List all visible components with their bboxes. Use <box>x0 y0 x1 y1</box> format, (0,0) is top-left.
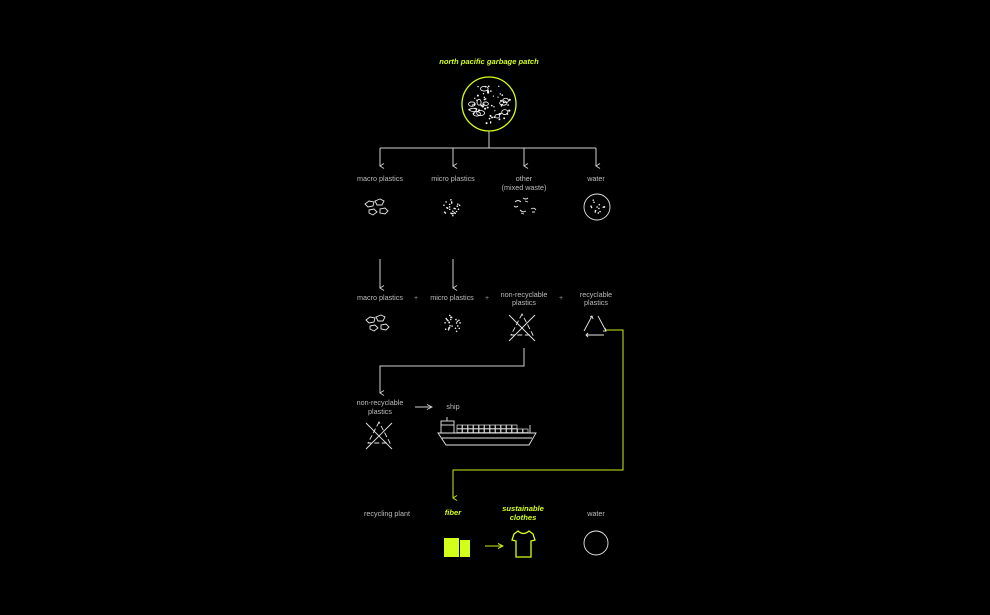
non-recyclable-icon <box>365 421 393 450</box>
fiber-spool-icon <box>444 538 470 557</box>
row2-plus-1: + <box>414 295 418 302</box>
row2-label-nonrec: non-recyclable <box>501 290 548 299</box>
mixed-waste-icon <box>513 197 537 215</box>
row3-label-nonrec: non-recyclable <box>357 398 404 407</box>
row2-label-rec-sub: plastics <box>584 298 608 307</box>
macro-plastics-icon <box>365 314 390 332</box>
row2-label-nonrec-sub: plastics <box>512 298 536 307</box>
garbage-patch-icon <box>461 76 517 132</box>
row1-label-macro: macro plastics <box>357 174 403 183</box>
row2-label-macro: macro plastics <box>357 293 403 302</box>
row1-label-water: water <box>586 174 605 183</box>
row4-label-clothes: sustainable <box>502 504 545 513</box>
row2-label-rec: recyclable <box>580 290 612 299</box>
row2-plus-2: + <box>485 295 489 302</box>
micro-plastics-icon <box>444 314 461 333</box>
row3-label-ship: ship <box>446 402 459 411</box>
row4-label-plant: recycling plant <box>364 509 410 518</box>
micro-plastics-icon <box>443 198 461 217</box>
row3-label-nonrec-sub: plastics <box>368 407 392 416</box>
cargo-ship-icon <box>437 417 537 446</box>
row4-label-fiber: fiber <box>445 508 463 517</box>
macro-plastics-icon <box>364 198 389 216</box>
non-recyclable-icon <box>508 313 536 342</box>
row1-label-other-sub: (mixed waste) <box>502 183 547 192</box>
row2-label-micro: micro plastics <box>430 293 474 302</box>
row4-label-clothes-sub: clothes <box>510 513 537 522</box>
row2-plus-3: + <box>559 295 563 302</box>
row4-label-water: water <box>586 509 605 518</box>
arrow-nonrec-to-row3 <box>379 348 525 396</box>
branch-connector <box>379 131 601 169</box>
row1-label-micro: micro plastics <box>431 174 475 183</box>
diagram-title: north pacific garbage patch <box>439 57 539 66</box>
clean-water-icon <box>583 530 609 556</box>
t-shirt-icon <box>511 530 536 558</box>
row1-label-other: other <box>516 174 533 183</box>
recyclable-icon <box>583 315 607 338</box>
water-sample-icon <box>583 193 611 221</box>
arrow-recyclable-to-fiber <box>452 329 624 501</box>
